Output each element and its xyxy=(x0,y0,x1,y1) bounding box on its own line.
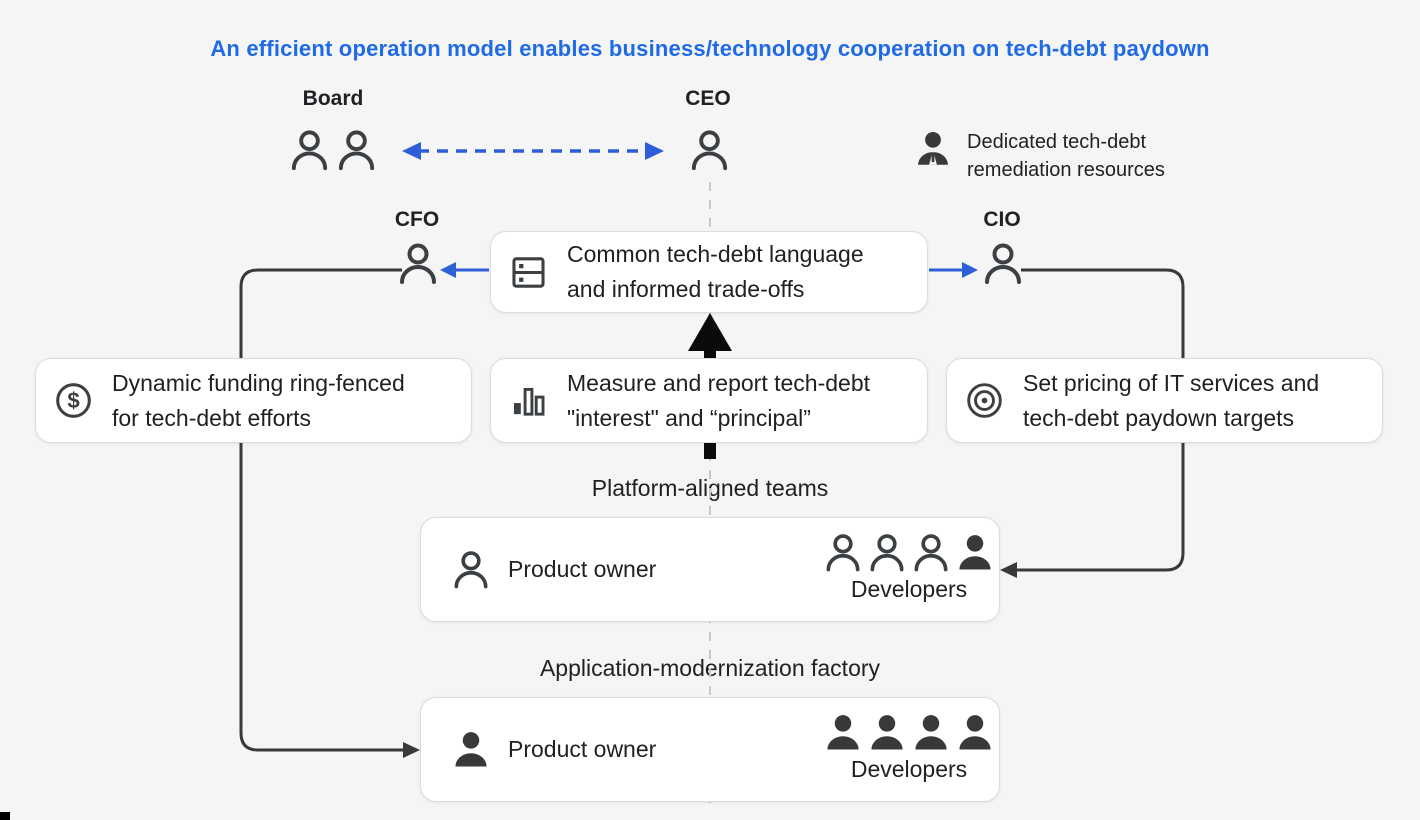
legend: Dedicated tech-debt remediation resource… xyxy=(912,126,1165,184)
factory-developers: Developers xyxy=(821,711,997,783)
person-filled-icon xyxy=(827,715,859,750)
person-filled-icon xyxy=(455,731,487,766)
cfo-label: CFO xyxy=(394,208,440,231)
pricing-card: Set pricing of IT services and tech-debt… xyxy=(946,358,1383,443)
svg-text:$: $ xyxy=(67,388,80,413)
common-language-text: Common tech-debt language and informed t… xyxy=(567,241,864,302)
person-filled-icon xyxy=(959,535,991,570)
dns-icon xyxy=(512,256,545,288)
ceo-label: CEO xyxy=(685,87,731,110)
board-label: Board xyxy=(302,87,364,110)
measure-text: Measure and report tech-debt "interest" … xyxy=(567,369,871,431)
person-filled-icon xyxy=(915,715,947,750)
corner-artifact xyxy=(0,812,10,820)
factory-product-owner: Product owner xyxy=(449,698,656,801)
common-to-cio-arrow xyxy=(929,262,978,278)
person-outline-icon xyxy=(291,130,328,171)
board-ceo-dashed-arrow xyxy=(402,142,664,160)
platform-developers: Developers xyxy=(821,531,997,603)
person-outline-icon xyxy=(454,550,488,588)
person-outline-icon xyxy=(914,534,948,572)
factory-developer-icons xyxy=(821,711,997,755)
target-icon xyxy=(967,383,1002,418)
common-language-card: Common tech-debt language and informed t… xyxy=(490,231,928,313)
factory-team-box: Product owner xyxy=(420,697,1000,802)
board-people-icons xyxy=(286,127,380,174)
platform-product-owner: Product owner xyxy=(449,518,656,621)
diagram-title: An efficient operation model enables bus… xyxy=(210,36,1210,61)
platform-team-box: Product owner xyxy=(420,517,1000,622)
funding-text: Dynamic funding ring-fenced for tech-deb… xyxy=(112,369,405,431)
person-filled-icon xyxy=(871,715,903,750)
cfo-to-factory-connector xyxy=(239,268,420,758)
dedicated-person-icon xyxy=(918,131,948,165)
person-outline-icon xyxy=(338,130,375,171)
platform-developer-icons xyxy=(821,531,997,575)
pricing-text: Set pricing of IT services and tech-debt… xyxy=(1023,369,1320,431)
bar-chart-icon xyxy=(513,387,545,416)
person-filled-icon xyxy=(959,715,991,750)
funding-card: $ Dynamic funding ring-fenced for tech-d… xyxy=(35,358,472,443)
person-outline-icon xyxy=(691,130,728,171)
person-outline-icon xyxy=(400,243,436,284)
legend-text: Dedicated tech-debt remediation resource… xyxy=(967,131,1165,181)
common-to-cfo-arrow xyxy=(440,262,489,278)
person-outline-icon xyxy=(870,534,904,572)
measure-card: Measure and report tech-debt "interest" … xyxy=(490,358,928,443)
person-outline-icon xyxy=(826,534,860,572)
person-outline-icon xyxy=(985,243,1021,284)
dollar-icon: $ xyxy=(56,383,91,418)
cio-label: CIO xyxy=(983,208,1021,231)
